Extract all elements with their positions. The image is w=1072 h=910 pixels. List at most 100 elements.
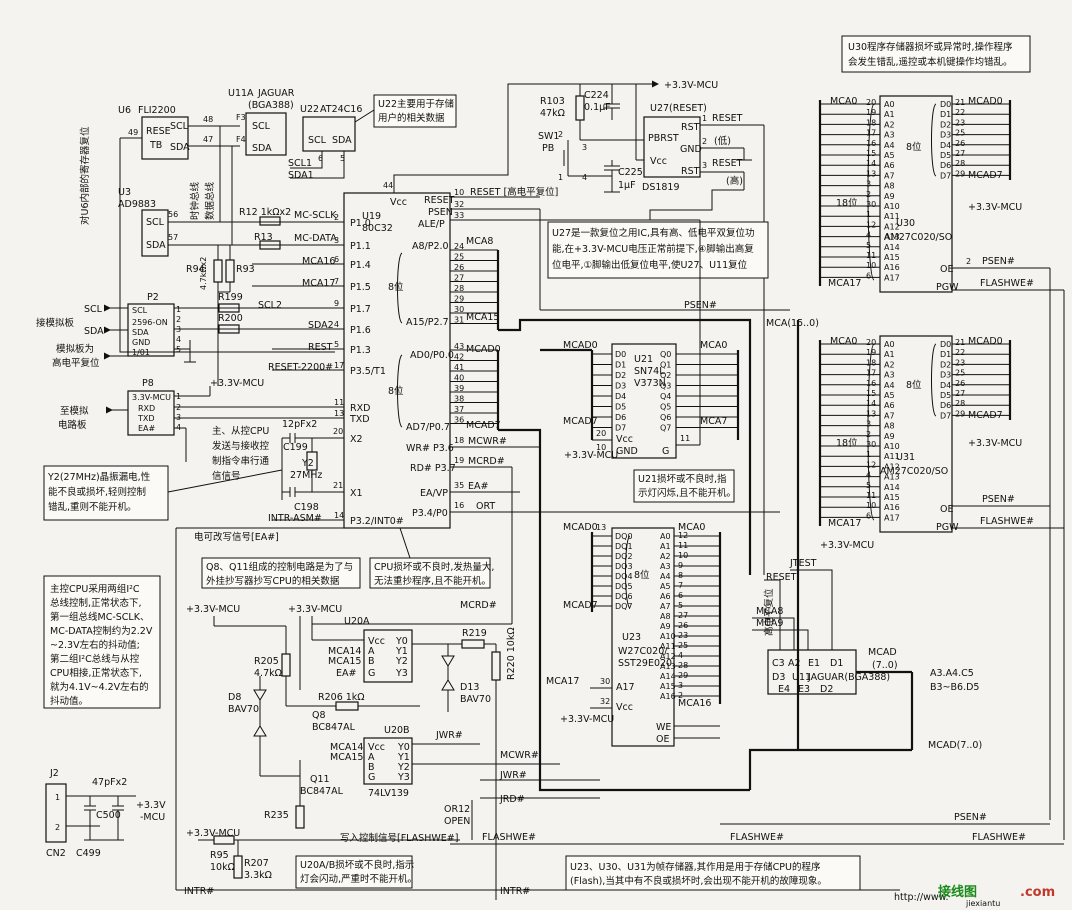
u21-in-pin: D2 — [615, 371, 626, 380]
u31-addr-num: 16 — [866, 379, 876, 388]
u23-ref: U23 — [622, 632, 641, 643]
u30-addr-pin: A12 — [884, 222, 900, 231]
svg-text:OR12: OR12 — [444, 804, 470, 815]
u22-chip: U22 AT24C16 SCL SDA 6 5 SCL1 SDA1 — [288, 104, 362, 181]
svg-text:Vcc: Vcc — [616, 702, 633, 713]
u19-pin-num: 9 — [334, 299, 339, 308]
svg-text:18位: 18位 — [836, 437, 858, 449]
u30-addr-pin: A0 — [884, 100, 895, 109]
svg-text:D2: D2 — [820, 684, 833, 695]
u30-data-num: 29 — [955, 169, 965, 178]
svg-text:就为4.1V~4.2V左右的: 就为4.1V~4.2V左右的 — [50, 681, 149, 693]
u23-note: U23、U30、U31为帧存储器,其作用是用于存储CPU的程序 (Flash),… — [565, 855, 861, 891]
svg-text:R103: R103 — [540, 96, 565, 107]
svg-text:MCA8: MCA8 — [466, 236, 493, 247]
svg-text:+3.3V-MCU: +3.3V-MCU — [820, 540, 874, 551]
svg-text:3: 3 — [702, 161, 707, 170]
u6-pinnum-47: 47 — [203, 135, 213, 144]
u30-data-num: 22 — [955, 108, 965, 117]
svg-text:MCA15: MCA15 — [466, 312, 499, 323]
connector-p8: P8 3.3V-MCU RXD TXD EA# 1 2 3 4 +3.3V-MC… — [58, 378, 344, 462]
svg-text:主控CPU采用两组I²C: 主控CPU采用两组I²C — [50, 583, 140, 595]
svg-text:RST: RST — [681, 122, 700, 133]
u19-pin-num: 13 — [334, 409, 344, 418]
svg-text:MCA14: MCA14 — [330, 742, 363, 753]
u30-data-pin: D2 — [940, 120, 951, 129]
u31-data-pin: D4 — [940, 381, 951, 390]
u30-addr-pin: A11 — [884, 212, 900, 221]
u21-out-pin: Q3 — [660, 382, 671, 391]
net-jrd: JRD# — [499, 794, 525, 805]
svg-text:PSEN#: PSEN# — [982, 494, 1015, 505]
svg-text:+3.3V-MCU: +3.3V-MCU — [288, 604, 342, 615]
flash-write-label: 电可改写信号[EA#] — [175, 527, 344, 890]
u30-ref: U30 — [896, 218, 915, 229]
svg-text:2: 2 — [702, 137, 707, 146]
u27-part: DS1819 — [642, 182, 680, 193]
svg-text:B: B — [368, 762, 375, 773]
u31-addr-pin: A17 — [884, 513, 900, 522]
svg-text:2: 2 — [55, 823, 60, 832]
svg-text:4: 4 — [582, 173, 587, 182]
u30-addr-pin: A2 — [884, 120, 895, 129]
net-ort: ORT — [476, 501, 495, 512]
svg-text:56: 56 — [168, 210, 178, 219]
u11a-pin-sda: SDA — [252, 143, 272, 154]
svg-text:47pFx2: 47pFx2 — [92, 777, 127, 788]
svg-text:SW1: SW1 — [538, 131, 559, 142]
svg-text:~2.3V左右的抖动值;: ~2.3V左右的抖动值; — [50, 639, 140, 651]
u19-pin-label: X2 — [350, 434, 363, 445]
svg-text:R219: R219 — [462, 628, 487, 639]
u19-pin-label: P3.5/T1 — [350, 366, 386, 377]
svg-text:MCAD7: MCAD7 — [563, 600, 598, 611]
u19-pin-num: 7 — [334, 277, 339, 286]
u31-data-pin: D2 — [940, 360, 951, 369]
svg-text:MCA17: MCA17 — [546, 676, 579, 687]
svg-text:RESET: RESET — [712, 113, 743, 124]
svg-text:RD# P3.7: RD# P3.7 — [410, 463, 456, 474]
u30-addr-num: 2 — [866, 190, 871, 199]
u31-addr-pin: A4 — [884, 381, 895, 390]
u6-pin-tb: TB — [149, 140, 162, 151]
u23-addr-pin: A13 — [660, 662, 676, 671]
u21-out-pin: Q6 — [660, 413, 671, 422]
u30-addr-pin: A17 — [884, 273, 900, 282]
svg-text:U27是一款复位之用IC,具有高、低电平双复位功: U27是一款复位之用IC,具有高、低电平双复位功 — [552, 227, 755, 239]
svg-text:32: 32 — [454, 200, 464, 209]
u30-data-pin: D5 — [940, 151, 951, 160]
u30-addr-num: 5 — [866, 241, 871, 250]
svg-text:MCAD7: MCAD7 — [466, 420, 501, 431]
u6-chip: U6 FLI2200 RESE TB SCL SDA 49 48 47 — [118, 105, 240, 160]
u31-ref: U31 — [896, 452, 915, 463]
u19-pin-label: P1.7 — [350, 304, 371, 315]
svg-text:35: 35 — [454, 481, 464, 490]
u11-ref: U11 — [792, 672, 811, 683]
u31-data-num: 23 — [955, 358, 965, 367]
svg-text:21: 21 — [333, 481, 343, 490]
svg-text:Vcc: Vcc — [368, 636, 385, 647]
u30-data-num: 26 — [955, 139, 965, 148]
bottom-control-signals: MCWR# JWR# JRD# OR12 OPEN FLASHWE# PSEN#… — [176, 750, 1064, 897]
u23-addr-pin: A1 — [660, 542, 671, 551]
u6-part: FLI2200 — [138, 105, 176, 116]
u22-pin-sda: SDA — [332, 135, 352, 146]
svg-text:EA/VP: EA/VP — [420, 488, 448, 499]
svg-text:CPU相接,正常状态下,: CPU相接,正常状态下, — [50, 667, 142, 679]
svg-text:10kΩ: 10kΩ — [210, 862, 235, 873]
u30-data-num: 21 — [955, 98, 965, 107]
svg-text:MCAD0: MCAD0 — [466, 344, 501, 355]
svg-text:30: 30 — [600, 677, 610, 686]
u30-bits8-brace — [931, 103, 937, 177]
u19-mcu: Vcc 44 U19 80C32 P1.02P1.13P1.46P1.57P1.… — [252, 83, 780, 529]
svg-text:U23、U30、U31为帧存储器,其作用是用于存储CPU的程: U23、U30、U31为帧存储器,其作用是用于存储CPU的程序 — [570, 861, 821, 873]
u30-addr-pin: A9 — [884, 192, 895, 201]
u23-addr-pin: A12 — [660, 652, 676, 661]
svg-text:Y1: Y1 — [397, 752, 410, 763]
svg-text:RXD: RXD — [138, 404, 155, 413]
svg-text:RESET: RESET — [712, 158, 743, 169]
u11a-pin-f3: F3 — [236, 113, 246, 122]
svg-text:18位: 18位 — [836, 197, 858, 209]
u22-pin-scl: SCL — [308, 135, 327, 146]
net-mc-data: MC-DATA — [294, 233, 337, 244]
svg-text:1: 1 — [702, 114, 707, 123]
